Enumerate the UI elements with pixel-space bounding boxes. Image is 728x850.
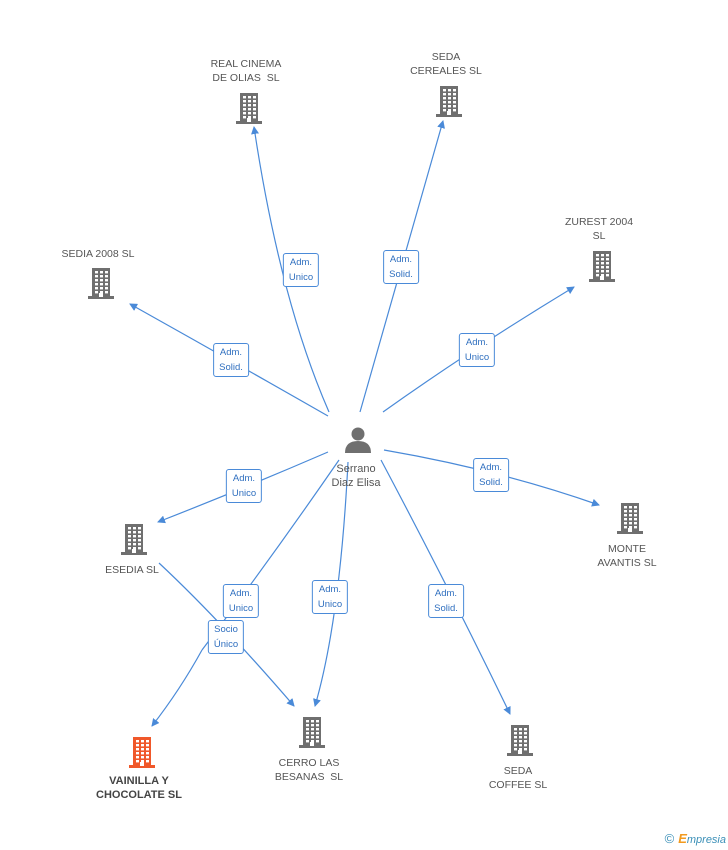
building-icon[interactable] <box>615 501 645 540</box>
building-icon[interactable] <box>587 249 617 288</box>
company-label-sedia-2008[interactable]: SEDIA 2008 SL <box>61 248 135 260</box>
company-label-seda-coffee[interactable]: SEDA COFFEE SL <box>488 765 548 791</box>
person-icon[interactable] <box>344 426 372 459</box>
brand-name: mpresia <box>686 834 726 846</box>
company-label-esedia[interactable]: ESEDIA SL <box>105 564 159 576</box>
building-icon[interactable] <box>505 723 535 762</box>
company-label-real-cinema[interactable]: REAL CINEMA DE OLIAS SL <box>210 58 282 84</box>
role-badge-seda-coffee: Adm. Solid. <box>428 584 464 618</box>
building-icon[interactable] <box>434 84 464 123</box>
person-name[interactable]: Serrano Diaz Elisa <box>331 463 381 489</box>
building-icon[interactable] <box>234 91 264 130</box>
company-label-monte-avantis[interactable]: MONTE AVANTIS SL <box>597 543 657 569</box>
company-label-cerro[interactable]: CERRO LAS BESANAS SL <box>274 757 344 783</box>
role-badge-monte: Adm. Solid. <box>473 458 509 492</box>
copyright-icon: © <box>664 831 675 846</box>
role-badge-real-cinema: Adm. Unico <box>282 253 320 287</box>
edge-line-7 <box>151 649 203 727</box>
building-icon[interactable] <box>86 266 116 305</box>
company-label-vainilla[interactable]: VAINILLA Y CHOCOLATE SL <box>96 775 182 801</box>
role-badge-zurest: Adm. Unico <box>458 333 496 367</box>
role-badge-esedia: Adm. Unico <box>225 469 263 503</box>
role-badge-sedia: Adm. Solid. <box>213 343 249 377</box>
building-icon[interactable] <box>297 715 327 754</box>
role-badge-vainilla: Adm. Unico <box>222 584 260 618</box>
company-label-zurest[interactable]: ZUREST 2004 SL <box>564 216 634 242</box>
role-badge-seda-cereales: Adm. Solid. <box>383 250 419 284</box>
company-label-seda-cereales[interactable]: SEDA CEREALES SL <box>410 51 482 77</box>
building-icon[interactable] <box>127 735 157 774</box>
role-badge-socio: Socio Único <box>207 620 245 654</box>
building-icon[interactable] <box>119 522 149 561</box>
role-badge-cerro: Adm. Unico <box>311 580 349 614</box>
footer-brand[interactable]: ©Empresia <box>665 831 726 846</box>
brand-initial: E <box>678 831 687 846</box>
